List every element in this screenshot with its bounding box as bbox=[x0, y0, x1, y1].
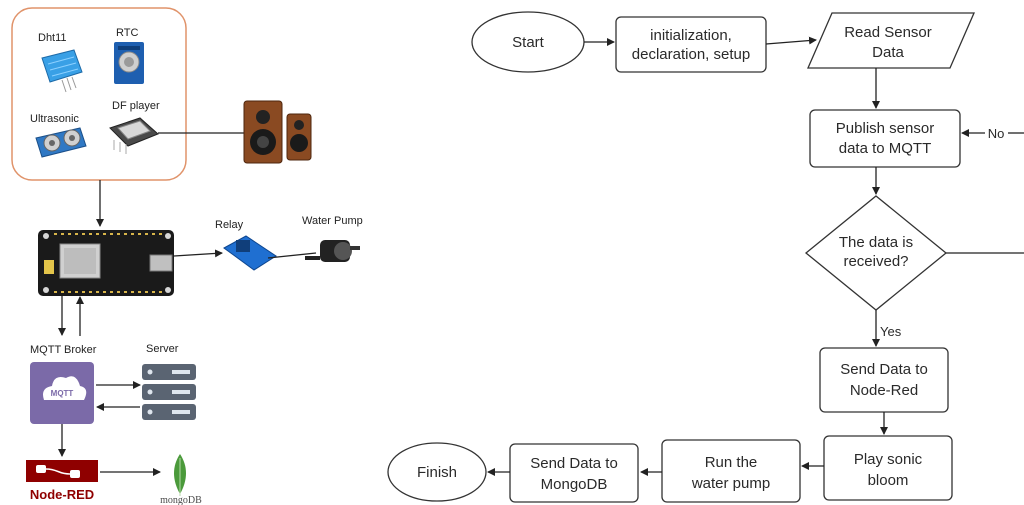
rtc-module-icon bbox=[114, 42, 144, 84]
pump-label-line1: Run the bbox=[705, 454, 758, 471]
publish-label-line1: Publish sensor bbox=[836, 120, 934, 137]
read-label-line2: Data bbox=[872, 44, 904, 61]
dht11-label: Dht11 bbox=[38, 32, 67, 44]
init-label-line2: declaration, setup bbox=[632, 46, 750, 63]
decision-label-line1: The data is bbox=[839, 234, 913, 251]
mongo-label-line2: MongoDB bbox=[541, 476, 608, 493]
publish-process-box bbox=[809, 109, 961, 168]
nodemcu-board-icon bbox=[38, 230, 174, 296]
relay-module-icon bbox=[223, 235, 277, 271]
mqtt-logo-text: MQTT bbox=[51, 389, 74, 398]
init-process-box bbox=[615, 16, 767, 73]
finish-label: Finish bbox=[417, 464, 457, 481]
server-icon bbox=[142, 364, 196, 420]
df-player-label: DF player bbox=[112, 100, 160, 112]
mqtt-broker-tile: MQTT bbox=[30, 362, 94, 424]
mongodb-logo: mongoDB bbox=[160, 454, 202, 505]
relay-label: Relay bbox=[215, 219, 244, 231]
ultrasonic-label: Ultrasonic bbox=[30, 113, 79, 125]
finish-terminator bbox=[387, 442, 487, 502]
read-label-line1: Read Sensor bbox=[844, 24, 932, 41]
rtc-label: RTC bbox=[116, 27, 138, 39]
server-label: Server bbox=[146, 343, 179, 355]
dht11-sensor-icon bbox=[41, 49, 83, 93]
mongodb-label: mongoDB bbox=[160, 495, 202, 505]
pump-label-line2: water pump bbox=[691, 475, 770, 492]
ultrasonic-sensor-icon bbox=[35, 127, 87, 158]
mqtt-broker-label: MQTT Broker bbox=[30, 344, 97, 356]
init-to-read-arrow bbox=[765, 36, 817, 45]
node-red-logo: Node-RED bbox=[26, 460, 98, 502]
node-red-label: Node-RED bbox=[30, 487, 94, 502]
speaker-icon bbox=[243, 100, 312, 164]
no-label: No bbox=[988, 126, 1005, 141]
water-pump-label: Water Pump bbox=[302, 215, 363, 227]
read-sensor-data-io bbox=[807, 12, 975, 69]
relay-to-pump-line bbox=[267, 252, 317, 259]
play-label-line2: bloom bbox=[868, 472, 909, 489]
play-sonic-bloom-box bbox=[823, 435, 953, 501]
mongo-label-line1: Send Data to bbox=[530, 455, 618, 472]
play-label-line1: Play sonic bbox=[854, 451, 923, 468]
board-to-relay-arrow bbox=[173, 249, 223, 258]
publish-label-line2: data to MQTT bbox=[839, 140, 932, 157]
send-nodered-label-line2: Node-Red bbox=[850, 382, 918, 399]
decision-label-line2: received? bbox=[843, 253, 908, 270]
send-nodered-process-box bbox=[819, 347, 949, 413]
start-label: Start bbox=[512, 34, 545, 51]
water-pump-icon bbox=[305, 240, 360, 262]
send-mongodb-process-box bbox=[509, 443, 639, 503]
yes-label: Yes bbox=[880, 324, 902, 339]
send-nodered-label-line1: Send Data to bbox=[840, 361, 928, 378]
init-label-line1: initialization, bbox=[650, 27, 732, 44]
df-player-icon bbox=[109, 117, 159, 154]
run-water-pump-box bbox=[661, 439, 801, 503]
